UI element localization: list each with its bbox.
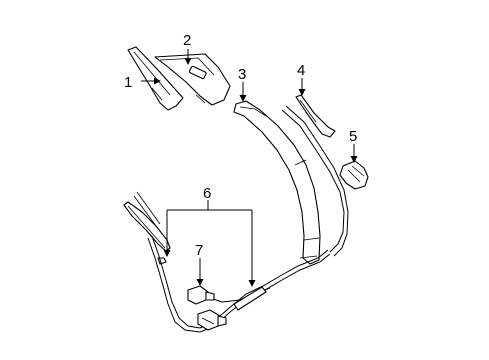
part-2-pillar-cover (154, 53, 231, 106)
connector-bottom (197, 309, 227, 331)
weatherstrip (281, 105, 349, 257)
part-4-bracket (295, 94, 336, 138)
part-3-curved-trim (233, 100, 321, 265)
callout-7: 7 (195, 242, 203, 259)
callout-2: 2 (183, 32, 191, 49)
callout-1: 1 (124, 74, 132, 91)
fastener-mid (187, 285, 215, 305)
callout-5: 5 (349, 128, 357, 145)
leader-lines (141, 49, 358, 287)
callout-labels: 1 2 3 4 5 6 7 (124, 32, 357, 259)
callout-4: 4 (297, 62, 305, 79)
part-5-clip (339, 160, 369, 190)
callout-6: 6 (203, 185, 211, 202)
cable-harness (147, 235, 331, 333)
callout-3: 3 (238, 66, 246, 83)
harness-rail (123, 191, 171, 265)
